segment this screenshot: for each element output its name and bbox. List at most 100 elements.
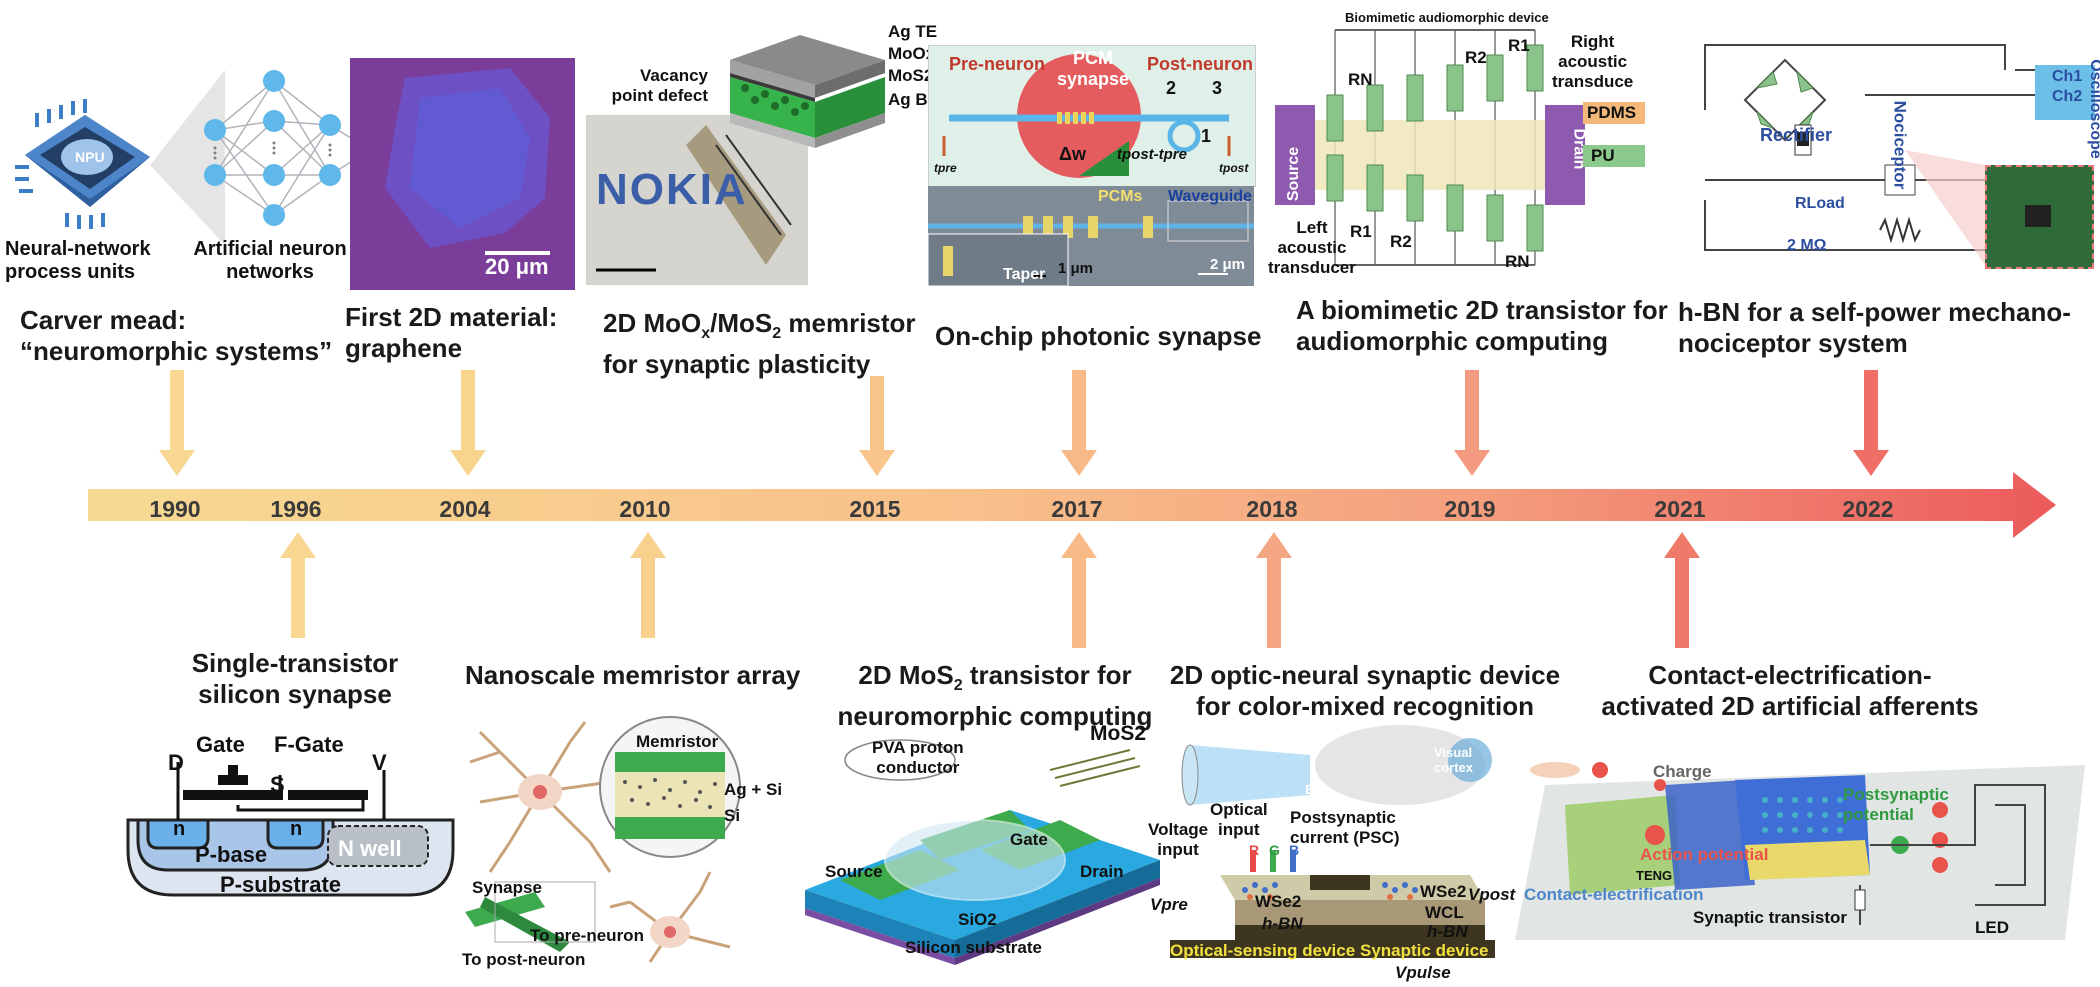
photonic-diagram: Pre-neuron PCM synapse Post-neuron Δw tp… [928, 45, 1256, 187]
optic-device-diagram [1170, 725, 1495, 958]
graphene-micrograph: 20 μm [350, 58, 575, 290]
photonic-dt: tpost-tpre [1117, 146, 1187, 163]
arrow-down-2022 [1853, 370, 1889, 476]
optic-voltage-input: Voltage input [1148, 820, 1208, 860]
arrow-up-1996 [280, 532, 316, 638]
afferent-ap: Action potential [1640, 845, 1769, 864]
arrow-up-2018 [1256, 532, 1292, 648]
hbn-zoom-wedge [1905, 150, 1985, 265]
audio-source: Source [1285, 146, 1303, 202]
nano-memristor-label: Memristor [636, 732, 719, 751]
hbn-cap-line1: h-BN for a self-power mechano- [1678, 297, 2071, 327]
audio-r2-top: R2 [1465, 48, 1487, 67]
memristor-caption: 2D MoOx/MoS2 memristor for synaptic plas… [603, 308, 933, 380]
mos2-source-label: Source [825, 862, 883, 881]
npu-chip-image: NPU [15, 99, 150, 229]
pu-label: PU [1591, 146, 1615, 165]
afferent-teng: TENG [1636, 868, 1673, 883]
memristor-layer-agte: Ag TE [888, 22, 938, 41]
afferent-caption: Contact-electrification- activated 2D ar… [1580, 660, 2000, 722]
photonic-pcm: PCM synapse [1057, 48, 1129, 90]
memristor-cap-b: /MoS [710, 308, 773, 338]
audiomorphic-device [1275, 29, 1585, 266]
photonic-post: Post-neuron [1147, 54, 1253, 74]
right-line1: Right [1570, 32, 1615, 51]
optic-sd: Synaptic device [1360, 941, 1489, 960]
afferent-pp: Postsynaptic potential [1843, 785, 1949, 825]
timeline-bar [88, 472, 2056, 538]
arrow-up-2010 [630, 532, 666, 638]
afferent-led: LED [1975, 918, 2009, 937]
year-1990: 1990 [149, 496, 201, 522]
defect-line1: Vacancy [639, 66, 708, 85]
nano-neuron-diagram [465, 716, 741, 963]
optic-optical-input: Optical input [1210, 800, 1268, 840]
mos2-mos2-label: MoS2 [1090, 722, 1147, 745]
hbn-ch1: Ch1 [2052, 68, 2083, 85]
left-line2: acoustic [1277, 238, 1347, 257]
memristor-stack-diagram [730, 35, 885, 148]
sts-line1: Single-transistor [191, 648, 399, 678]
npu-caption-line2: process units [5, 261, 136, 283]
optic-wse2-left: WSe2 [1255, 892, 1302, 911]
audio-caption: A biomimetic 2D transistor for audiomorp… [1296, 295, 1696, 357]
optic-psc: Postsynaptic current (PSC) [1290, 808, 1400, 848]
sts-diagram [126, 762, 455, 897]
afferent-line2: activated 2D artificial afferents [1601, 691, 1979, 721]
year-2017: 2017 [1051, 496, 1103, 522]
optic-wse2-right: WSe2 [1420, 882, 1467, 901]
psc-line2: current (PSC) [1290, 828, 1400, 847]
photonic-pre: Pre-neuron [949, 54, 1046, 74]
photonic-caption: On-chip photonic synapse [935, 321, 1262, 351]
audio-cap-line1: A biomimetic 2D transistor for [1296, 295, 1668, 325]
npu-caption: Neural-network process units [5, 238, 175, 284]
arrow-down-2015 [859, 376, 895, 476]
nano-caption: Nanoscale memristor array [465, 660, 801, 690]
sts-d: D [168, 750, 184, 775]
optic-line1: 2D optic-neural synaptic device [1169, 660, 1561, 690]
audio-r1-top: R1 [1508, 36, 1530, 55]
mos2-cap-sub: 2 [953, 677, 963, 695]
sts-psub: P-substrate [220, 872, 342, 897]
sts-fgate: F-Gate [274, 732, 344, 757]
graphene-line2: graphene [345, 333, 463, 363]
year-2018: 2018 [1246, 496, 1298, 522]
optic-hbn-left: h-BN [1262, 914, 1303, 933]
year-1996: 1996 [270, 496, 322, 522]
nano-pre-label: To pre-neuron [530, 926, 644, 945]
right-line3: transduce [1552, 72, 1634, 91]
audio-cap-line2: audiomorphic computing [1296, 326, 1608, 356]
pp-line1: Postsynaptic [1843, 785, 1949, 804]
arrow-up-2021 [1664, 532, 1700, 648]
mos2-caption: 2D MoS2 transistor for neuromorphic comp… [820, 660, 1170, 732]
hbn-caption: h-BN for a self-power mechano- nocicepto… [1678, 297, 2093, 359]
optic-hbn-right: h-BN [1427, 922, 1468, 941]
graphene-line1: First 2D material: [345, 302, 558, 332]
ann-caption-line1: Artificial neuron [193, 238, 347, 260]
memristor-brand: NOKIA [596, 165, 748, 214]
sts-pbase: P-base [195, 842, 268, 867]
sts-n-right: n [290, 818, 303, 840]
carver-line2: “neuromorphic systems” [20, 336, 333, 366]
year-2015: 2015 [849, 496, 901, 522]
hbn-oscilloscope: Oscilloscope [2086, 59, 2100, 159]
afferent-charge: Charge [1653, 762, 1712, 781]
nano-synapse-label: Synapse [472, 878, 542, 897]
cortex-line2: cortex [1434, 760, 1474, 775]
optic-eye: Eye [1305, 782, 1329, 797]
afferent-st: Synaptic transistor [1693, 908, 1847, 927]
audio-title: Biomimetic audiomorphic device [1345, 10, 1549, 25]
left-line3: transducer [1268, 258, 1356, 277]
hbn-cap-line2: nociceptor system [1678, 328, 1908, 358]
hbn-rvalue: 2 MΩ [1787, 237, 1827, 254]
mos2-sio2-label: SiO2 [958, 910, 997, 929]
photonic-dw: Δw [1059, 144, 1086, 164]
year-2021: 2021 [1654, 496, 1706, 522]
graphene-scale-label: 20 μm [485, 254, 549, 279]
audio-right-label: Right acoustic transduce [1552, 32, 1633, 92]
mos2-gate-label: Gate [1010, 830, 1048, 849]
cortex-line1: Visual [1434, 745, 1473, 760]
ann-network-image [204, 70, 379, 226]
year-2022: 2022 [1842, 496, 1894, 522]
afferent-line1: Contact-electrification- [1648, 660, 1932, 690]
